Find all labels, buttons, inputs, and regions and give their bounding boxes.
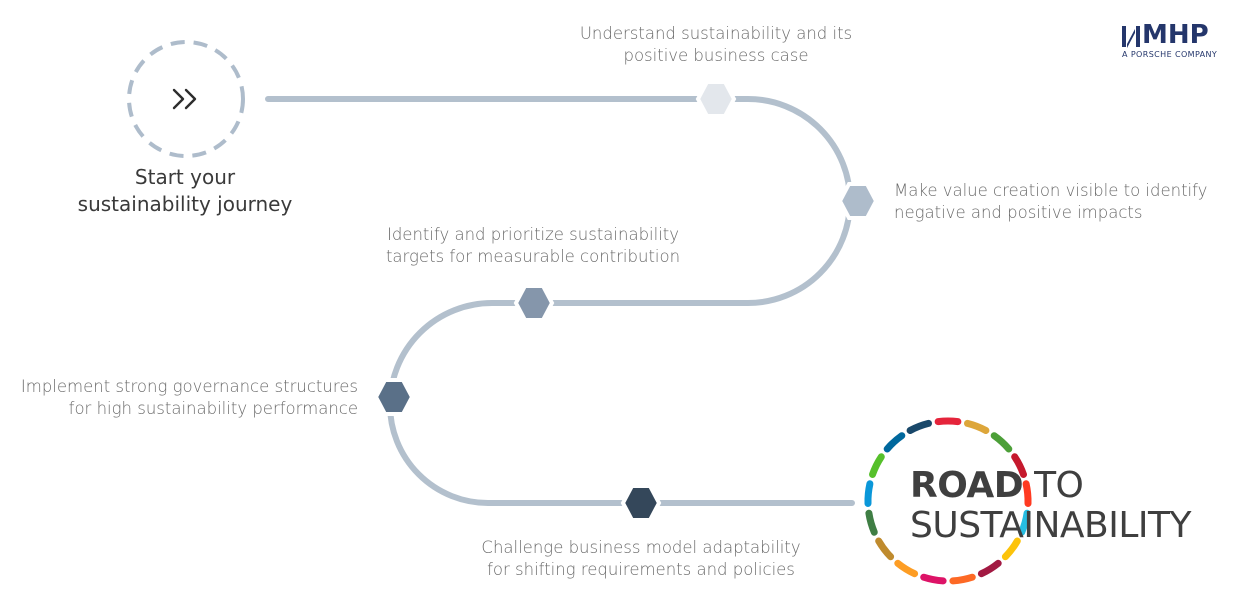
goal-ring-segment [1018,509,1031,536]
step-4-line-1: Implement strong governance structures [20,377,358,396]
step-5-line-2: for shifting requirements and policies [487,560,795,579]
goal-ring-segment [875,537,895,561]
goal-ring-segment [894,559,919,578]
step-label-4: Implement strong governance structures f… [20,376,358,420]
logo-subtitle: A PORSCHE COMPANY [1122,50,1218,59]
step-label-5: Challenge business model adaptability fo… [476,537,806,581]
step-1-line-1: Understand sustainability and its [579,24,853,43]
goal-ring-segment [949,573,976,585]
goal-title-line-1: ROAD TO [910,466,1191,506]
step-4-line-2: for high sustainability performance [68,399,358,418]
step-label-2: Make value creation visible to identify … [894,180,1224,224]
milestone-hexagon-3 [513,284,555,322]
goal-ring-segment [864,480,874,507]
goal-ring-segment [934,417,962,426]
step-2-line-1: Make value creation visible to identify [894,181,1208,200]
goal-ring-segment [990,432,1013,453]
milestone-hexagon-4 [373,378,415,416]
goal-title: ROAD TO SUSTAINABILITY [910,466,1192,546]
goal-ring-segment [964,419,990,434]
double-chevron-right-icon [172,88,197,110]
goal-ring-segment [865,509,878,536]
goal-word-sustainability: SUSTAINABILITY [910,505,1192,546]
milestone-hexagon-2 [837,182,879,220]
start-circle [127,40,245,158]
goal-ring-segment [1011,453,1027,478]
goal-ring-segment [1022,480,1032,507]
goal-ring-segment [1001,537,1021,561]
goal-ring [864,417,1032,585]
step-3-line-1: Identify and prioritize sustainability [386,225,680,244]
goal-ring-segment [883,432,906,453]
milestone-hexagon-5 [620,484,662,522]
step-3-line-2: targets for measurable contribution [385,247,681,266]
step-2-line-2: negative and positive impacts [894,203,1143,222]
goal-ring-segment [869,453,885,478]
goal-ring-segment [920,573,947,585]
step-label-3: Identify and prioritize sustainability t… [378,224,688,268]
goal-ring-segment [977,559,1002,578]
logo-word: MHP [1142,20,1209,50]
goal-word-to: TO [1034,465,1084,506]
road-path [265,96,855,506]
step-5-line-1: Challenge business model adaptability [481,538,801,557]
milestone-hexagon-1 [695,80,737,118]
mhp-logo: MHP A PORSCHE COMPANY [1120,20,1230,60]
mhp-logo-mark-icon [1122,26,1140,48]
step-label-1: Understand sustainability and its positi… [566,23,866,67]
goal-word-road: ROAD [910,465,1024,506]
step-1-line-2: positive business case [623,46,809,65]
goal-ring-segment [906,419,932,434]
start-label: Start your sustainability journey [60,164,310,218]
start-label-line-1: Start your [134,165,236,189]
start-label-line-2: sustainability journey [77,192,293,216]
